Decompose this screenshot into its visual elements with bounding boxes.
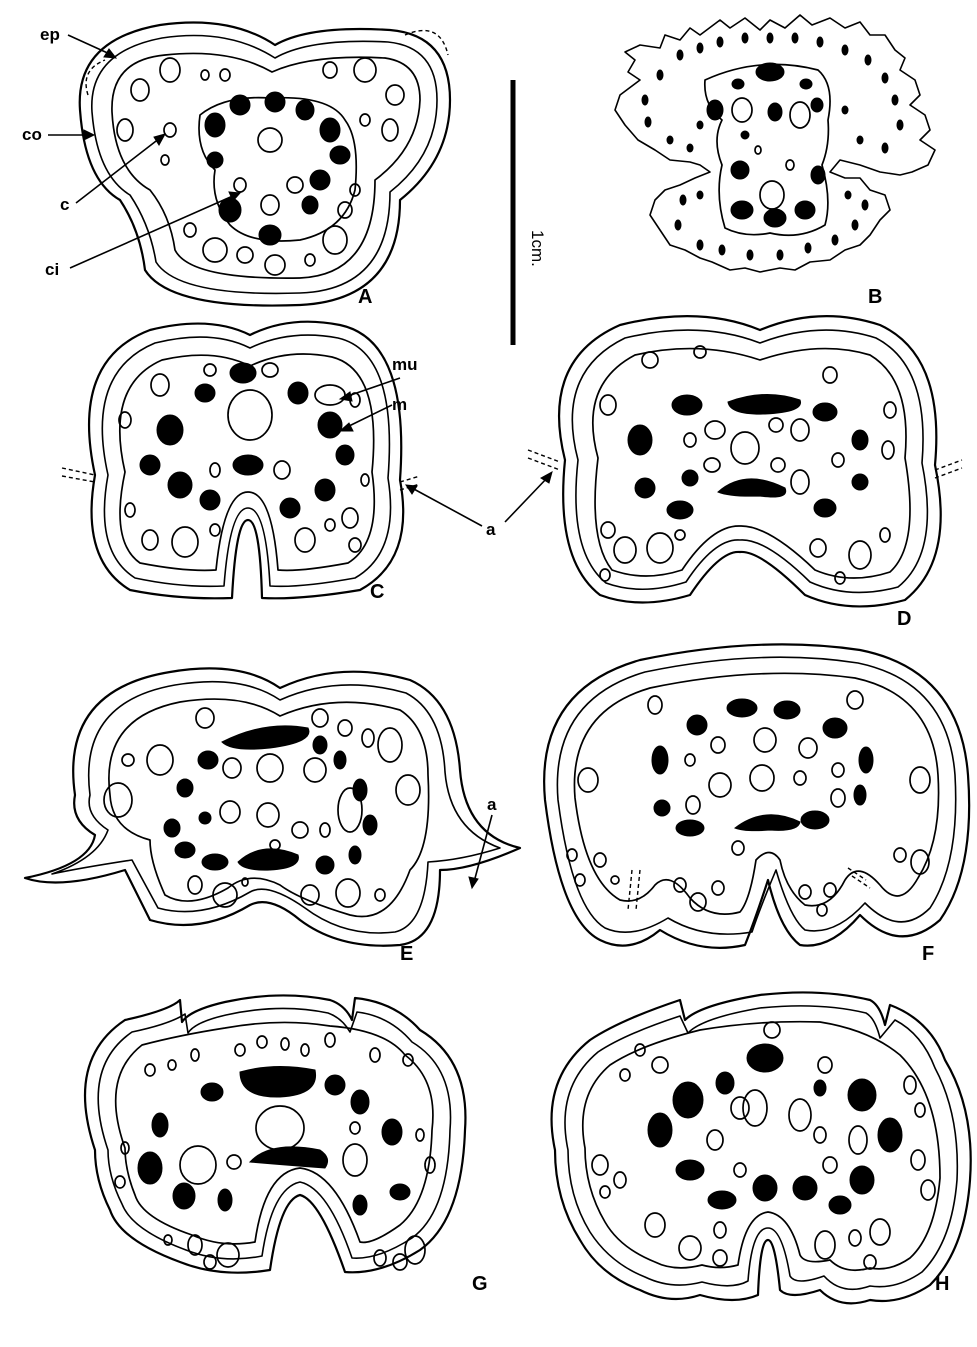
panel-d-central-cylinder: [593, 349, 910, 578]
panel-label-f: F: [922, 943, 934, 965]
panel-h-section: H: [552, 992, 971, 1303]
panel-a-mucilage-canals: [117, 58, 404, 275]
panel-a-section: [80, 23, 450, 306]
panel-f-medullary-bundles: [652, 699, 873, 836]
panel-g-medullary-bundles: [138, 1066, 410, 1215]
panel-c-annotations: mu m a C: [340, 355, 552, 603]
panel-label-a: A: [358, 286, 372, 308]
panel-f-mucilage-canals: [567, 691, 930, 916]
panel-b-medullary-bundles: [707, 63, 825, 227]
panel-d-axil-right: [935, 460, 962, 478]
panel-c-axil-left: [62, 468, 95, 482]
panel-b-section: B: [615, 15, 935, 308]
panel-label-b: B: [868, 286, 882, 308]
panel-e-section: [25, 668, 520, 945]
panel-d-mucilage-canals: [600, 346, 896, 584]
label-ep: ep: [40, 25, 60, 44]
panel-label-e: E: [400, 943, 413, 965]
panel-f-section: F: [544, 644, 969, 965]
panel-label-h: H: [935, 1273, 949, 1295]
panel-c-section: [62, 322, 420, 599]
label-c: c: [60, 195, 69, 214]
scale-bar-label: 1cm.: [528, 230, 547, 267]
scale-bar: 1cm.: [513, 80, 547, 345]
panel-label-c: C: [370, 581, 384, 603]
panel-a-annotations: ep co c ci A: [22, 25, 372, 308]
panel-h-epidermis: [552, 992, 971, 1303]
panel-f-cortex: [557, 657, 955, 934]
panel-d-axil-left: [528, 450, 560, 470]
panel-e-epidermis: [25, 668, 520, 945]
panel-label-d: D: [897, 608, 911, 630]
panel-f-epidermis: [544, 644, 969, 947]
panel-d-section: D: [528, 316, 962, 630]
label-a-e: a: [487, 795, 497, 814]
panel-e-medullary-bundles: [164, 726, 377, 874]
panel-c-mucilage-canal-mu: [315, 385, 345, 405]
label-a-cd: a: [486, 520, 496, 539]
panel-g-section: G: [85, 995, 488, 1295]
label-co: co: [22, 125, 42, 144]
panel-f-axil-left: [628, 870, 640, 910]
label-mu: mu: [392, 355, 418, 374]
label-m: m: [392, 395, 407, 414]
panel-label-g: G: [472, 1273, 488, 1295]
panel-d-epidermis: [559, 316, 941, 606]
label-ci: ci: [45, 260, 59, 279]
